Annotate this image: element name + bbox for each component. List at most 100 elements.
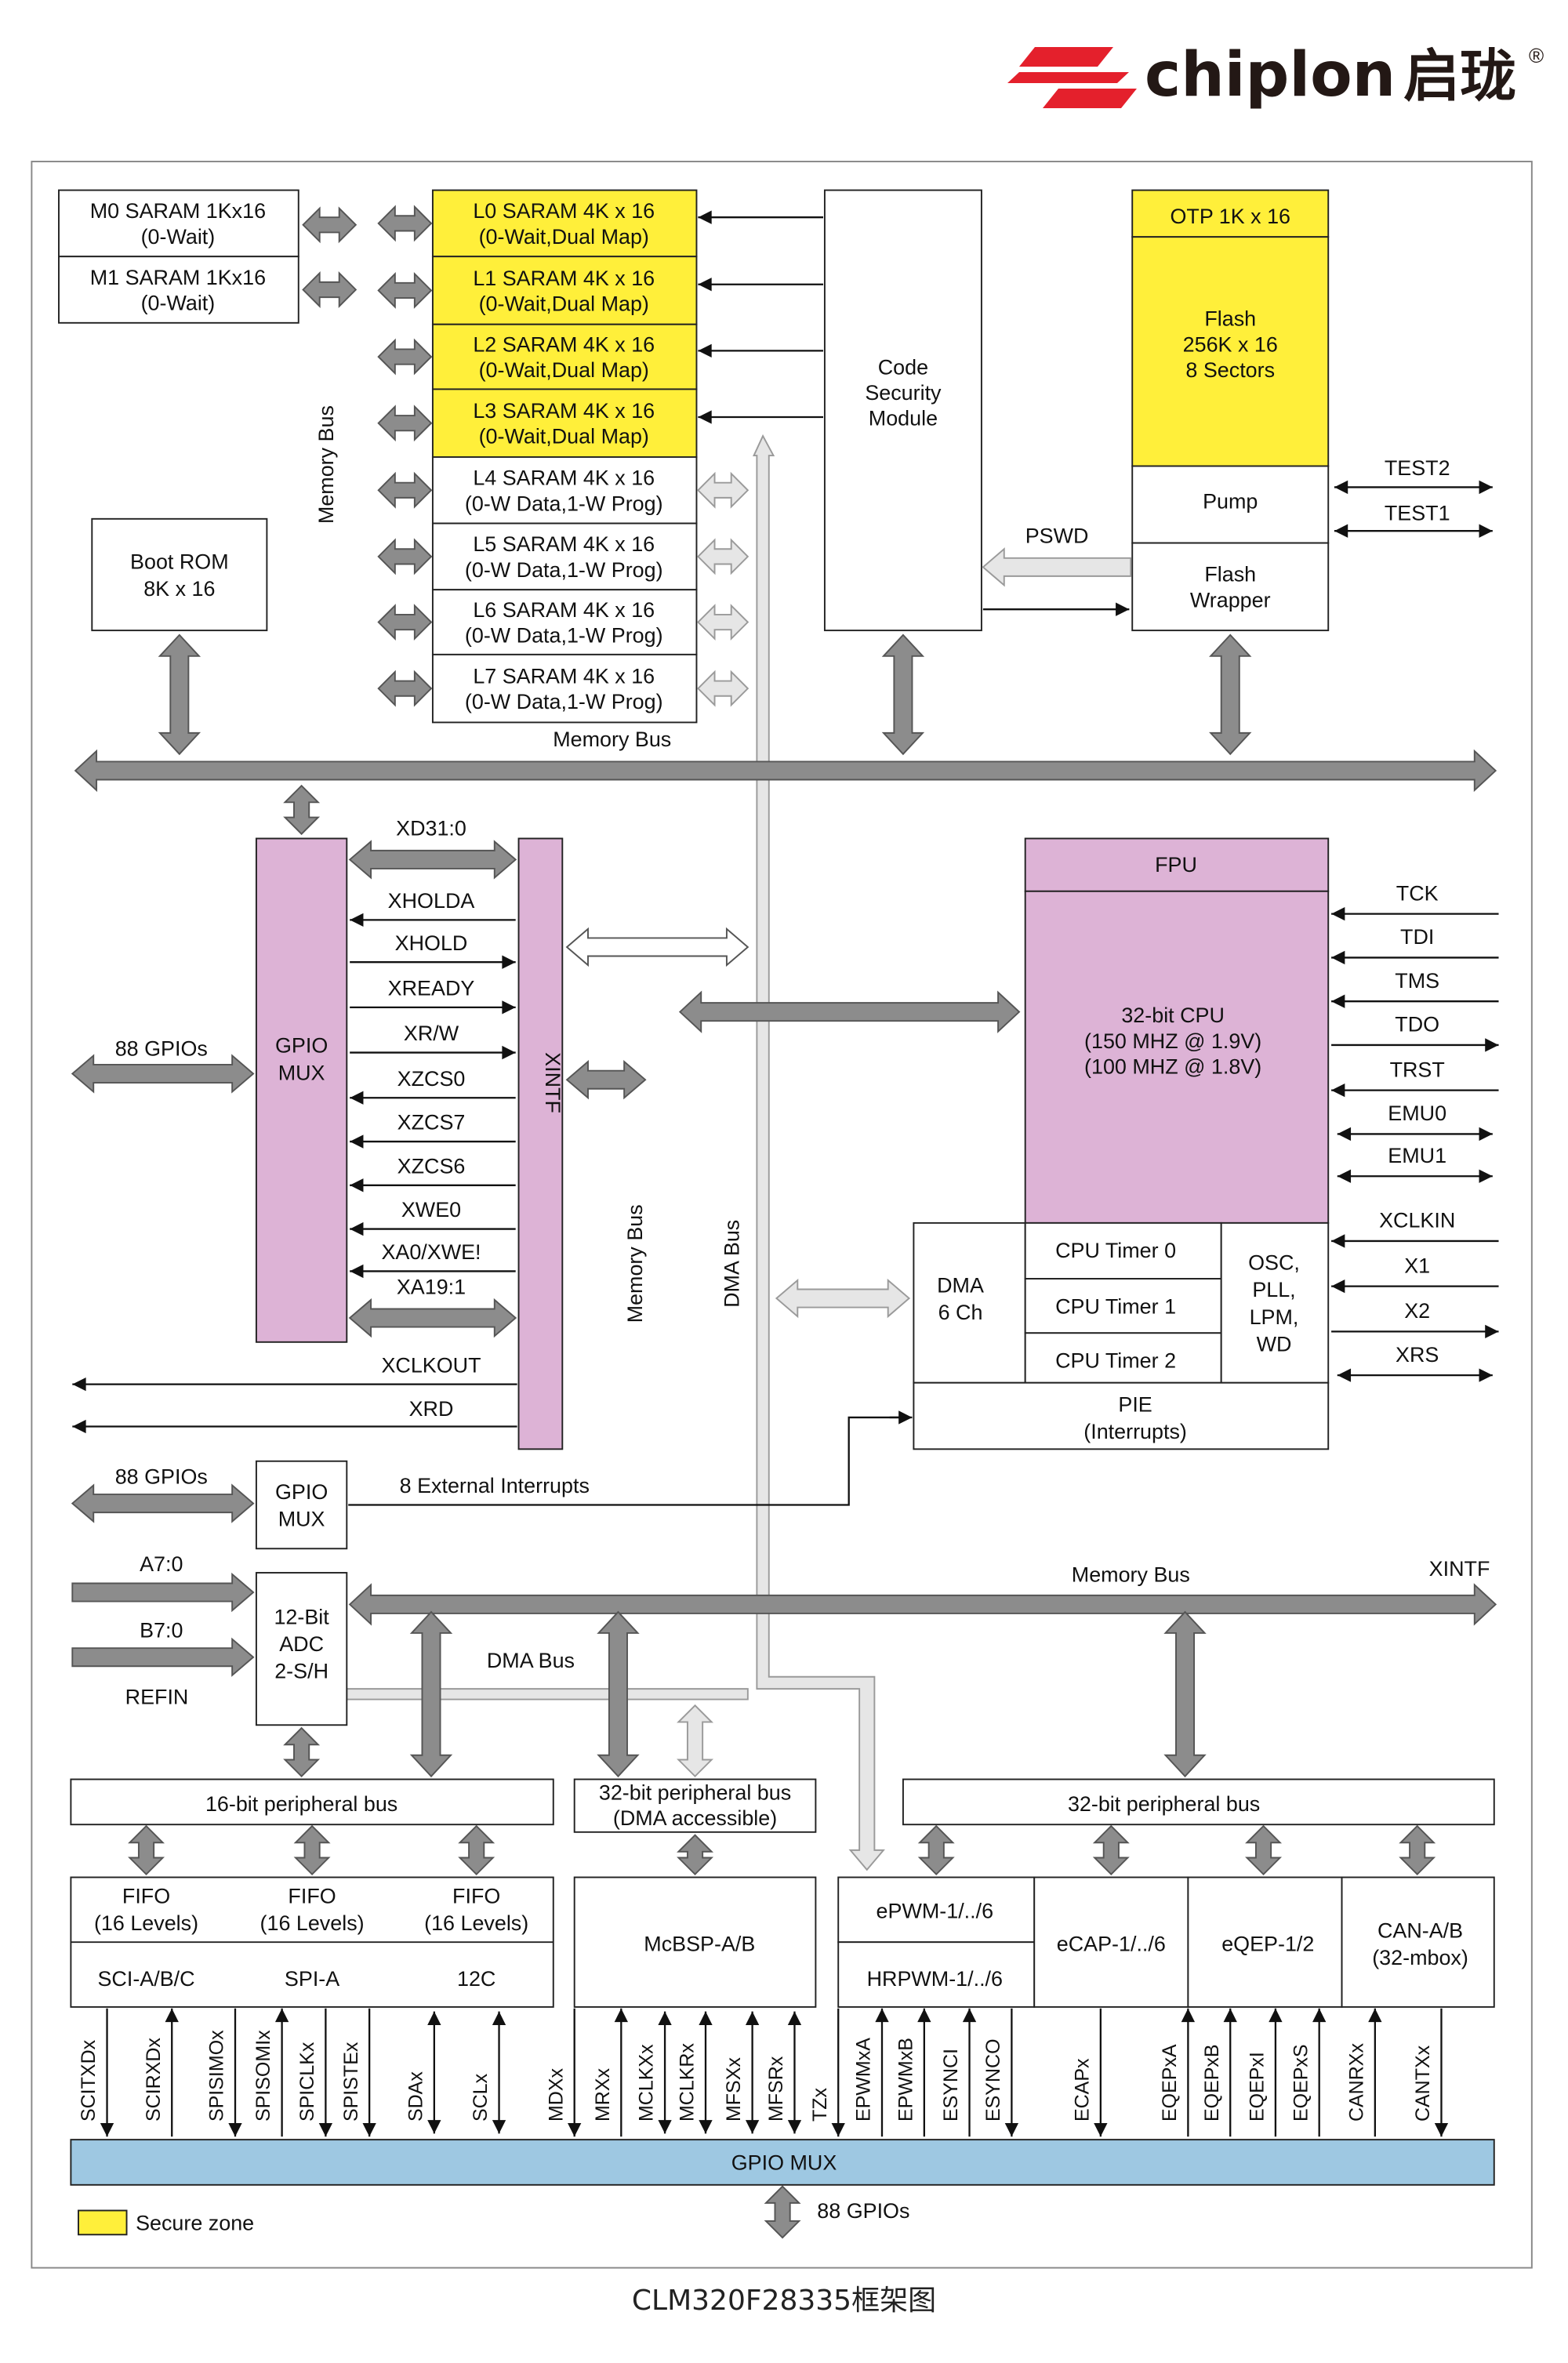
bottom-pin-label-11: MCLKRx bbox=[677, 2043, 699, 2122]
saram-l6-line-1: (0-W Data,1-W Prog) bbox=[465, 624, 663, 648]
periph16-drop-2 bbox=[458, 1824, 495, 1876]
bottom-pin-label-13: MFSRx bbox=[765, 2056, 787, 2122]
fifo-1-line-1: (16 Levels) bbox=[260, 1911, 365, 1935]
csm-to-l2 bbox=[698, 343, 823, 358]
bottom-pin-13 bbox=[787, 2011, 802, 2134]
saram-l3-line-0: L3 SARAM 4K x 16 bbox=[473, 399, 655, 423]
flash-line-0: Flash bbox=[1204, 307, 1256, 331]
interrupt-gpio-mux-line-0: GPIO bbox=[275, 1480, 328, 1504]
can-block bbox=[1341, 1876, 1495, 2008]
otp-block bbox=[1131, 189, 1330, 238]
cpu-pin-label-5: EMU0 bbox=[1388, 1102, 1446, 1125]
hrpwm-block bbox=[837, 1941, 1036, 2008]
cpu-pin-label-8: X1 bbox=[1404, 1254, 1430, 1277]
xintf-signal-label-7: XZCS6 bbox=[397, 1154, 466, 1178]
periph32-dma-bus-line-1: (DMA accessible) bbox=[613, 1806, 777, 1830]
fifo-2-line-1: (16 Levels) bbox=[424, 1911, 528, 1935]
periph32-dma-bus bbox=[573, 1778, 817, 1833]
bottom-pin-16 bbox=[917, 2008, 931, 2137]
bottom-pin-18 bbox=[1004, 2008, 1019, 2137]
pie-block-line-0: PIE bbox=[1118, 1392, 1152, 1416]
pump-block bbox=[1131, 465, 1330, 544]
bottom-pin-label-18: ESYNCO bbox=[982, 2038, 1004, 2122]
boot-rom-line-0: Boot ROM bbox=[130, 550, 229, 573]
saram-l6-dma-arrow bbox=[697, 604, 750, 641]
test2-arrow bbox=[1334, 480, 1493, 495]
xintf-signal-1 bbox=[350, 913, 516, 927]
cpu-pin-label-4: TRST bbox=[1390, 1058, 1445, 1081]
pswd-label: PSWD bbox=[1025, 525, 1089, 548]
xintf-signal-label-2: XHOLD bbox=[395, 931, 468, 955]
fifo-1-line-0: FIFO bbox=[288, 1884, 336, 1907]
cpu-pin-3 bbox=[1331, 1038, 1499, 1052]
hrpwm-label: HRPWM-1/../6 bbox=[867, 1967, 1003, 1991]
saram-l1 bbox=[431, 256, 698, 325]
mcbsp-drop bbox=[677, 1834, 714, 1876]
gpios-bottom-label: 88 GPIOs bbox=[817, 2199, 909, 2223]
bottom-pin-label-6: SDAx bbox=[405, 2071, 426, 2122]
cpu-timer-label-1: CPU Timer 1 bbox=[1055, 1294, 1176, 1318]
gpio-mux-bar-label: GPIO MUX bbox=[731, 2151, 837, 2175]
adc-b-arrow bbox=[71, 1637, 255, 1677]
saram-l3 bbox=[431, 388, 698, 458]
logo-registered: ® bbox=[1529, 44, 1544, 67]
cpu-pin-label-1: TDI bbox=[1400, 925, 1434, 949]
cpu-timer-label-0: CPU Timer 0 bbox=[1055, 1239, 1176, 1262]
saram-l4-left-arrow bbox=[377, 471, 433, 509]
dma-block-arrow bbox=[775, 1278, 911, 1319]
periph32-drop-3 bbox=[1399, 1824, 1436, 1876]
cpu-pin-5 bbox=[1337, 1127, 1493, 1142]
cpu-memory-arrow bbox=[678, 990, 1021, 1033]
dma-bus-vertical bbox=[753, 434, 885, 1871]
saram-l5-line-0: L5 SARAM 4K x 16 bbox=[473, 532, 655, 556]
bottom-pin-0 bbox=[100, 2008, 114, 2137]
xintf-signal-4 bbox=[350, 1045, 516, 1060]
test1-arrow bbox=[1334, 524, 1493, 538]
periph16-bus-arrow bbox=[409, 1610, 453, 1778]
fifo-0-line-0: FIFO bbox=[122, 1884, 170, 1907]
boot-rom-line-1: 8K x 16 bbox=[143, 577, 215, 601]
osc-block bbox=[1220, 1221, 1330, 1384]
bottom-pin-15 bbox=[875, 2008, 889, 2137]
adc-refin-label: REFIN bbox=[125, 1685, 189, 1708]
cpu-pin-label-10: XRS bbox=[1396, 1343, 1439, 1367]
periph32-bus-label: 32-bit peripheral bus bbox=[1068, 1792, 1260, 1816]
csm-bus-arrow bbox=[881, 633, 925, 756]
saram-l7-line-1: (0-W Data,1-W Prog) bbox=[465, 690, 663, 713]
saram-l3-line-1: (0-Wait,Dual Map) bbox=[479, 425, 649, 448]
bottom-pin-1 bbox=[165, 2008, 179, 2137]
saram-l5-left-arrow bbox=[377, 538, 433, 575]
interrupt-gpio-mux-line-1: MUX bbox=[278, 1508, 325, 1531]
gpio-mux-bar bbox=[70, 2139, 1495, 2186]
cpu-core-line-0: 32-bit CPU bbox=[1121, 1004, 1225, 1027]
m0-bus-arrow bbox=[302, 206, 358, 244]
adc-a-arrow bbox=[71, 1572, 255, 1613]
xintf-signal-0 bbox=[348, 840, 517, 880]
m1-bus-arrow bbox=[302, 271, 358, 308]
bottom-pin-10 bbox=[658, 2011, 672, 2134]
xintf-gpio-mux-line-0: GPIO bbox=[275, 1034, 328, 1058]
xintf-gpios-label: 88 GPIOs bbox=[115, 1036, 208, 1060]
bottom-pin-label-7: SCLx bbox=[470, 2073, 492, 2122]
bottom-pin-20 bbox=[1181, 2008, 1196, 2137]
saram-l0 bbox=[431, 189, 698, 258]
xintf-signal-10 bbox=[348, 1298, 517, 1338]
xintf-block bbox=[517, 837, 564, 1450]
periph16-bus bbox=[70, 1778, 554, 1826]
bottom-pin-12 bbox=[745, 2011, 760, 2134]
cpu-core-line-1: (150 MHZ @ 1.9V) bbox=[1084, 1029, 1261, 1053]
flash-wrapper-line-1: Wrapper bbox=[1190, 588, 1271, 612]
cpu-pin-0 bbox=[1331, 907, 1499, 921]
logo-mark bbox=[1007, 47, 1137, 108]
osc-block-line-2: LPM, bbox=[1250, 1305, 1299, 1329]
boot-rom bbox=[91, 517, 268, 632]
dma-bus-adc-branch bbox=[346, 1688, 749, 1701]
xclkout-label: XCLKOUT bbox=[381, 1353, 481, 1377]
osc-block-line-1: PLL, bbox=[1252, 1278, 1295, 1301]
chiplon-logo: chiplon 启珑 ® bbox=[1007, 40, 1544, 111]
bottom-pin-14 bbox=[831, 2008, 845, 2137]
spi-label: SPI-A bbox=[285, 1967, 339, 1991]
memory-bus-top-label: Memory Bus bbox=[553, 728, 671, 751]
memory-bus-lower bbox=[348, 1583, 1497, 1626]
bottom-pin-label-24: CANRXx bbox=[1345, 2043, 1367, 2122]
